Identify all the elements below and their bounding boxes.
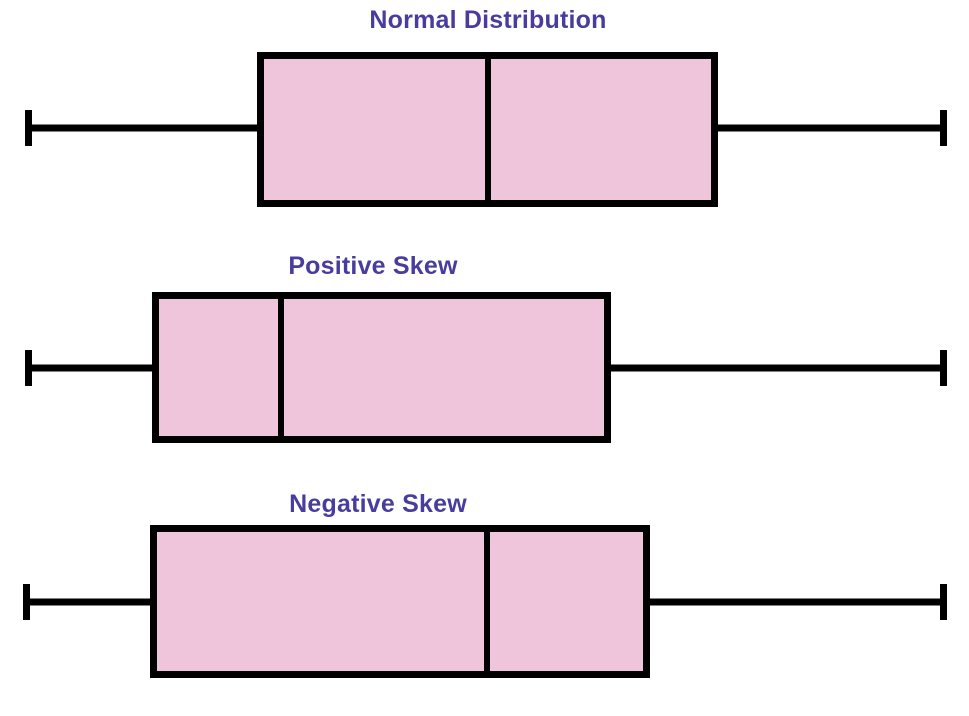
box-plot-panel-normal-distribution: Normal Distribution [0, 0, 969, 240]
iqr-box [150, 525, 650, 678]
box-plot-panel-negative-skew: Negative Skew [0, 478, 969, 716]
box-plot-panel-positive-skew: Positive Skew [0, 240, 969, 478]
box-plot-positive-skew [25, 292, 947, 443]
iqr-box [152, 292, 611, 443]
panel-title-normal-distribution: Normal Distribution [369, 6, 607, 34]
box-plot-negative-skew [23, 525, 947, 678]
panel-title-positive-skew: Positive Skew [288, 252, 458, 280]
panel-title-negative-skew: Negative Skew [289, 490, 467, 518]
box-plot-normal-distribution [25, 52, 947, 207]
